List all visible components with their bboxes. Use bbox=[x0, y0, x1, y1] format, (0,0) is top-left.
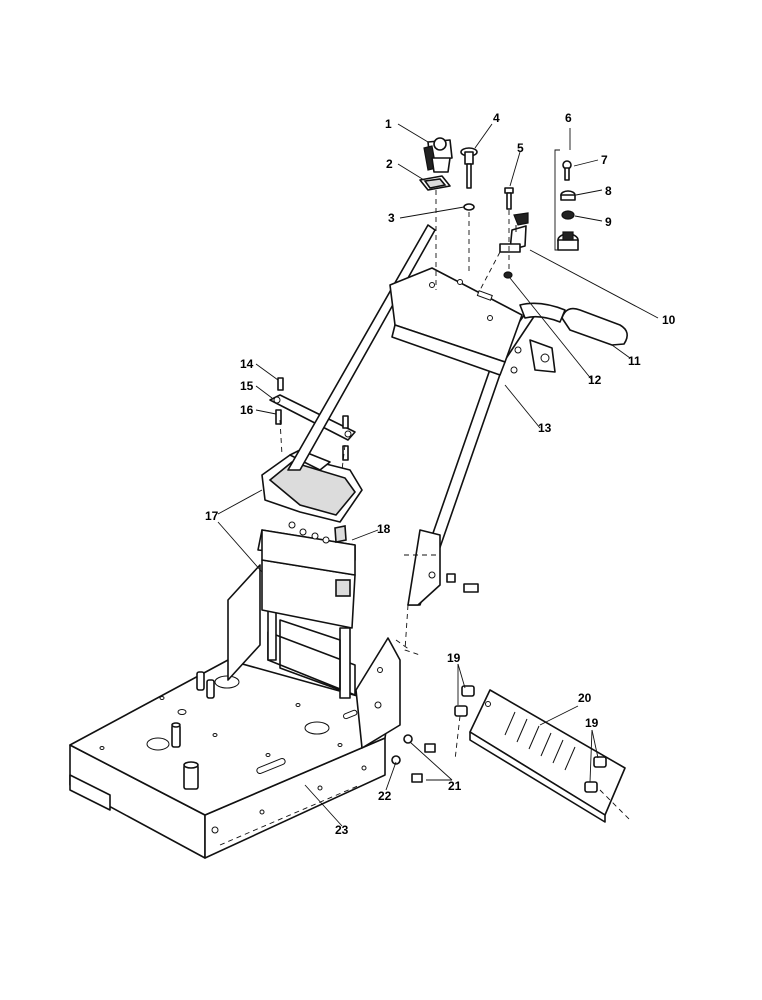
callout-23: 23 bbox=[335, 823, 349, 837]
hardware-bolts bbox=[391, 573, 479, 783]
callout-21: 21 bbox=[448, 779, 462, 793]
handle-grip bbox=[561, 307, 628, 346]
callout-20: 20 bbox=[578, 691, 592, 705]
base-plate bbox=[69, 659, 391, 859]
rear-cover-panel bbox=[469, 689, 626, 823]
callout-9: 9 bbox=[605, 215, 612, 229]
key-switch bbox=[557, 231, 579, 251]
callout-8: 8 bbox=[605, 184, 612, 198]
callout-1: 1 bbox=[385, 117, 392, 131]
callout-18: 18 bbox=[377, 522, 391, 536]
assembly-bracket-line bbox=[554, 149, 560, 251]
battery-tray-bracket bbox=[227, 564, 356, 699]
callout-7: 7 bbox=[601, 153, 608, 167]
callout-16: 16 bbox=[240, 403, 254, 417]
callout-19-upper: 19 bbox=[447, 651, 461, 665]
callout-6: 6 bbox=[565, 111, 572, 125]
callout-22: 22 bbox=[378, 789, 392, 803]
callout-3: 3 bbox=[388, 211, 395, 225]
leader-lines bbox=[217, 123, 659, 827]
handle-frame bbox=[287, 224, 566, 606]
callout-10: 10 bbox=[662, 313, 676, 327]
battery-hold-down-bar bbox=[269, 377, 356, 461]
callout-labels: 1 2 3 4 5 6 7 8 9 10 11 12 13 14 15 16 1… bbox=[205, 111, 676, 837]
battery-cover bbox=[261, 449, 363, 523]
battery bbox=[257, 521, 356, 629]
throttle-lever bbox=[499, 212, 529, 253]
callout-19-lower: 19 bbox=[585, 716, 599, 730]
callout-2: 2 bbox=[386, 157, 393, 171]
ignition-switch bbox=[423, 137, 453, 173]
rubber-spacer bbox=[454, 685, 607, 793]
side-bracket bbox=[355, 637, 401, 749]
callout-4: 4 bbox=[493, 111, 500, 125]
assembly-lines bbox=[279, 190, 631, 821]
washer bbox=[463, 203, 475, 211]
switch-nut bbox=[560, 190, 576, 201]
switch-bezel bbox=[419, 175, 451, 191]
callout-12: 12 bbox=[588, 373, 602, 387]
callout-14: 14 bbox=[240, 357, 254, 371]
switch-body bbox=[561, 210, 575, 220]
lock-nut bbox=[503, 271, 513, 279]
callout-13: 13 bbox=[538, 421, 552, 435]
callout-17: 17 bbox=[205, 509, 219, 523]
callout-11: 11 bbox=[628, 354, 641, 368]
callout-5: 5 bbox=[517, 141, 524, 155]
key bbox=[562, 160, 572, 181]
callout-15: 15 bbox=[240, 379, 254, 393]
choke-knob bbox=[460, 147, 478, 189]
bolt bbox=[504, 187, 514, 210]
